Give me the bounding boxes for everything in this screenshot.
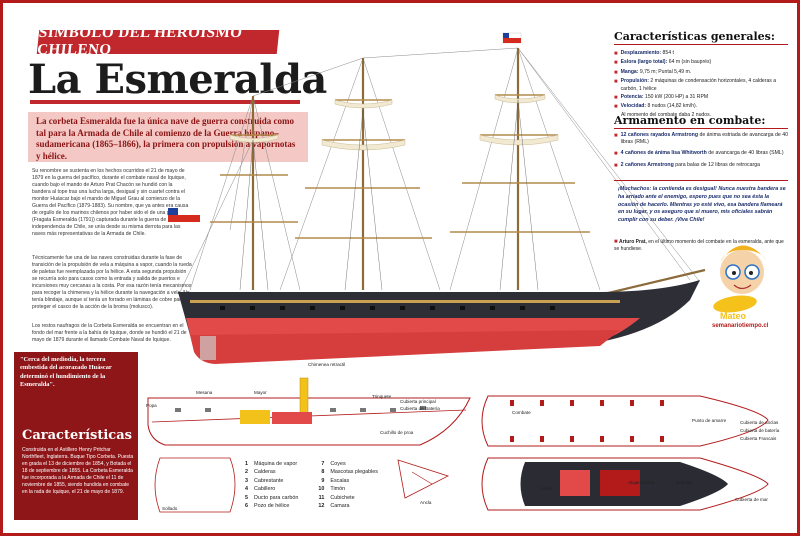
spec-row: Al momento del combate daba 2 nudos. (621, 112, 712, 119)
bullet-icon: ■ (614, 60, 618, 67)
characteristics-text: Construida en el Astillero Henry Pritcha… (22, 447, 134, 495)
bullet-icon: ■ (614, 151, 618, 158)
prat-quote: ¡Muchachos: la contienda es desigual! Nu… (618, 186, 786, 224)
page-title: La Esmeralda (28, 56, 327, 103)
bullet-icon: ■ (614, 69, 618, 76)
label-cuchillo: Cuchillo de proa (380, 430, 414, 435)
armament-row: ■4 cañones de ánima lisa Whitworth de av… (614, 150, 784, 158)
general-rule (614, 44, 788, 45)
armament-rule (614, 128, 788, 129)
characteristics-panel (14, 352, 138, 520)
label-mesana: Mesana (196, 390, 213, 395)
spec-row: ■Potencia: 150 kW (200 HP) a 31 RPM (614, 94, 790, 103)
label-cubierta-anclas: Cubierta de anclas (740, 420, 779, 425)
chile-flag-main (502, 32, 522, 44)
chile-flag-stern (168, 208, 200, 222)
bullet-icon: ■ (614, 163, 618, 170)
label-bodega: Bodega (676, 480, 692, 485)
site-credit: semanariotiempo.cl (712, 323, 769, 329)
bullet-icon: ■ (614, 103, 618, 110)
bullet-icon: ■ (614, 133, 618, 139)
armament-row: ■2 cañones Armstrong para balas de 12 li… (614, 162, 760, 170)
deck-plan-diagram (154, 457, 450, 513)
label-chimenea: Chimenea retractil (308, 362, 346, 367)
spec-row: ■Velocidad: 8 nudos (14,82 km/h). (614, 103, 790, 112)
label-sable: Sable (540, 486, 552, 491)
label-punto-anclaje: Punto de amarre (692, 418, 727, 423)
spec-row: ■Desplazamiento: 854 t (614, 50, 790, 59)
characteristics-heading: Características (22, 428, 132, 443)
bullet-icon: ■ (614, 94, 618, 101)
bullet-icon: ■ (614, 239, 618, 245)
label-ancla: Ancla (420, 500, 432, 505)
body-paragraph-2: Técnicamente fue una de las naves constr… (32, 255, 192, 311)
mascot-illustration (713, 245, 766, 313)
label-cubierta-bateria: Cubierta de Batería (400, 406, 440, 411)
label-alojamientos: Alojamientos (628, 480, 655, 485)
label-popa: Popa (146, 403, 157, 408)
armament-list: ■12 cañones rayados Armstrong de ánima e… (614, 132, 790, 174)
body-paragraph-1: Su renombre se sustenta en los hechos oc… (32, 168, 189, 238)
label-cubierta-bateria-2: Cubierta de batería (740, 428, 780, 433)
sinking-quote: "Cerca del mediodía, la tercera embestid… (20, 356, 112, 388)
armament-heading: Armamento en combate: (614, 114, 766, 127)
mascot-name: Mateo (720, 311, 747, 321)
hold-plan-diagram (481, 457, 769, 511)
title-underline (30, 100, 300, 104)
label-trinquete: Trinquete (372, 394, 392, 399)
profile-diagram (147, 377, 471, 446)
armament-row: ■12 cañones rayados Armstrong de ánima e… (614, 132, 788, 146)
quote-attribution: ■ Arturo Prat, en el último momento del … (614, 239, 784, 253)
body-paragraph-3: Los restos naufragos de la Corbeta Esmer… (32, 323, 187, 344)
bullet-icon: ■ (614, 51, 618, 57)
label-cubierta-de-mar: Cubierta de mar (735, 497, 768, 502)
general-heading: Características generales: (614, 30, 775, 43)
quote-rule (614, 180, 788, 181)
spec-row: ■Manga: 9,75 m; Puntal 5,49 m. (614, 69, 790, 78)
spec-row: ■Eslora (largo total): 64 m (sin bauprés… (614, 59, 790, 68)
label-cubierta-francais: Cubierta Francais (740, 436, 777, 441)
label-cubierta-principal: Cubierta principal (400, 399, 436, 404)
spec-row: ■Propulsión: 2 máquinas de condensación … (614, 77, 777, 92)
lead-paragraph: La corbeta Esmeralda fue la única nave d… (28, 112, 308, 162)
deck-top-view-diagram (481, 395, 769, 447)
label-mayor: Mayor (254, 390, 267, 395)
label-combate: Combate (512, 410, 531, 415)
bullet-icon: ■ (614, 78, 618, 85)
general-specs-list: ■Desplazamiento: 854 t ■Eslora (largo to… (614, 50, 790, 120)
label-sollado: Sollado (162, 506, 178, 511)
